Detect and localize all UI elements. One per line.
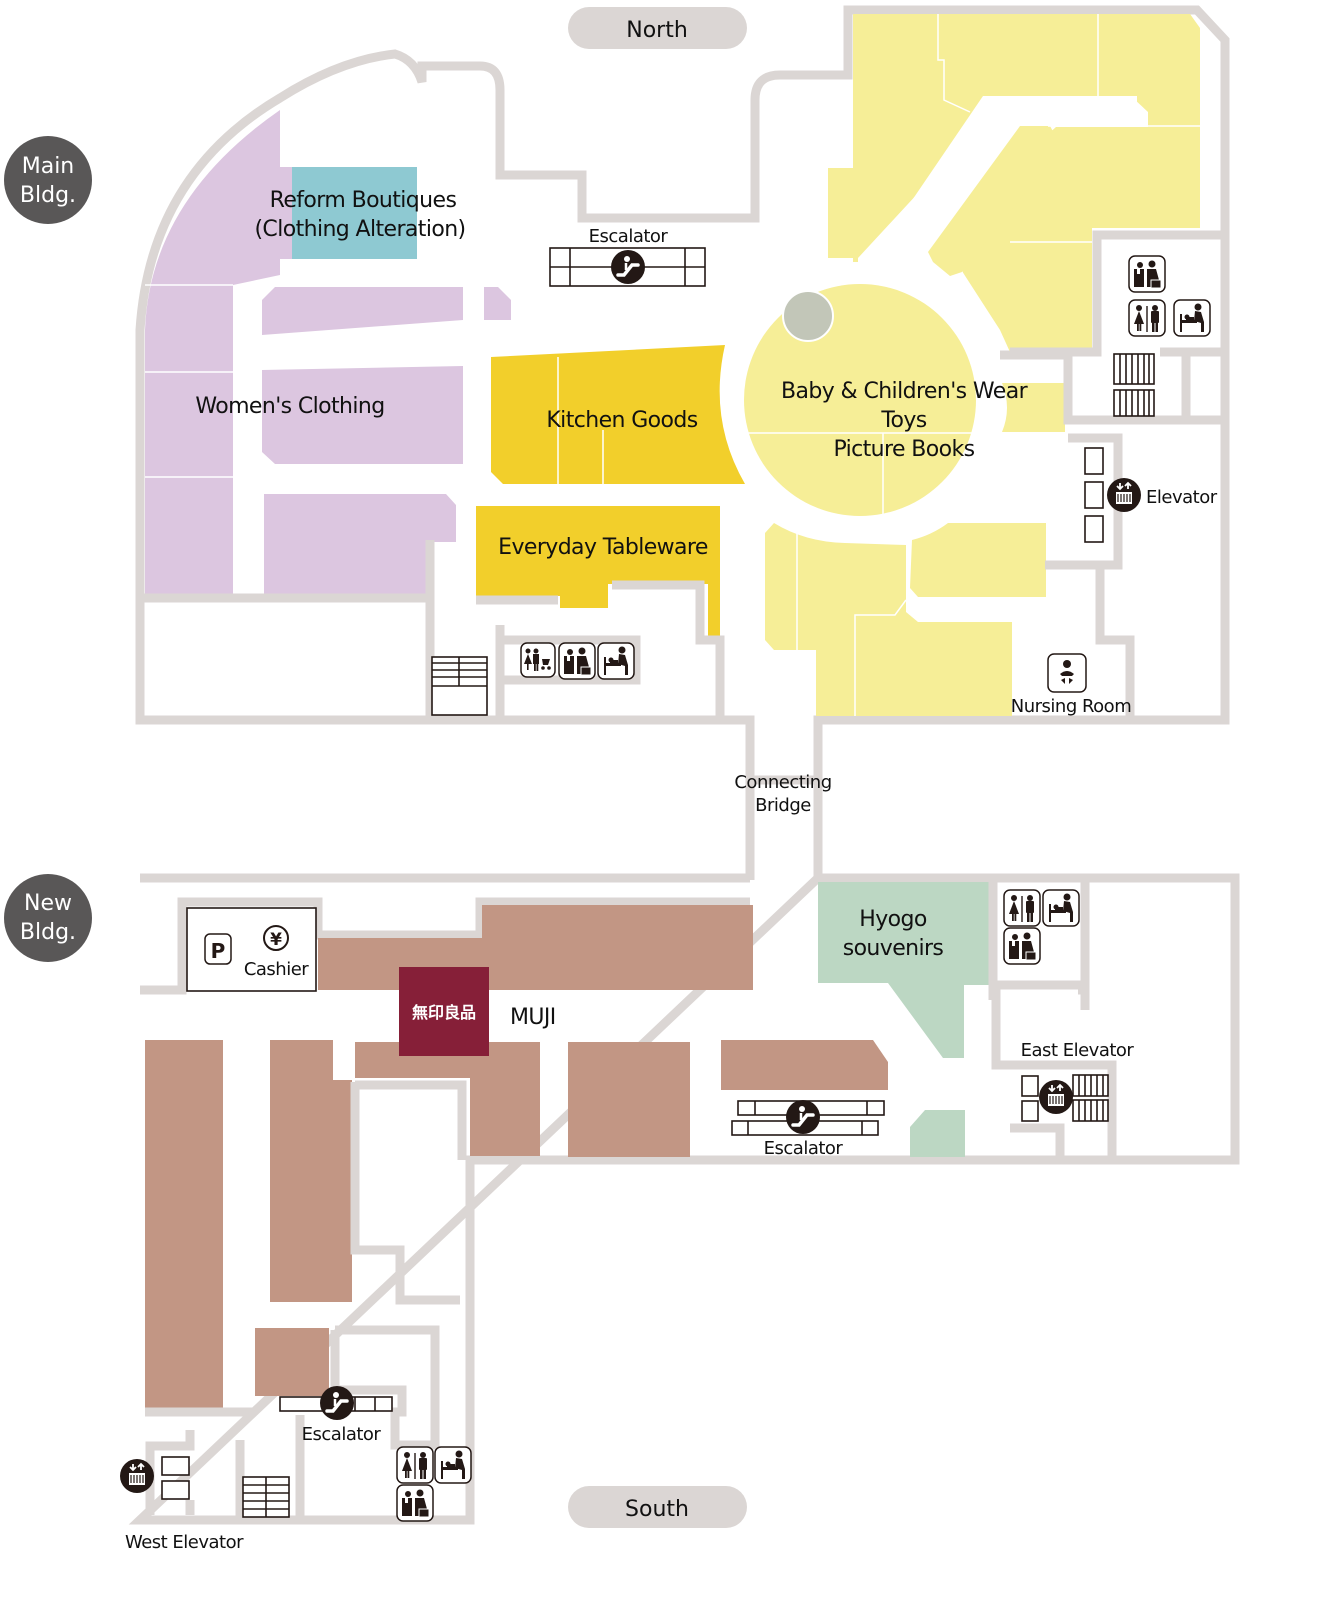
label-muji: MUJI — [510, 1005, 556, 1030]
area-reform-boutiques[interactable] — [292, 167, 417, 259]
stairs-icon — [1113, 353, 1155, 417]
stairs-icon — [431, 656, 488, 716]
baby-changing-icon — [1173, 299, 1211, 337]
label-everyday-tableware: Everyday Tableware — [498, 535, 708, 560]
area-womens-clothing-block-1[interactable] — [262, 287, 463, 335]
label-toys: Toys — [880, 408, 926, 433]
label-picture-books: Picture Books — [833, 437, 974, 462]
label-escalator-center: Escalator — [764, 1138, 844, 1159]
label-escalator-west: Escalator — [302, 1424, 382, 1445]
svg-text:South: South — [625, 1497, 689, 1522]
svg-text:¥: ¥ — [270, 930, 282, 950]
area-hyogo-souvenirs-kiosk[interactable] — [910, 1110, 965, 1157]
svg-text:Bldg.: Bldg. — [20, 183, 76, 208]
badge-new-building[interactable]: New Bldg. — [4, 874, 92, 962]
compass-north: North — [568, 7, 747, 49]
stairs-icon — [1072, 1074, 1109, 1122]
label-connecting: Connecting — [734, 772, 831, 793]
label-muji-logo: 無印良品 — [412, 1003, 476, 1022]
label-womens-clothing: Women's Clothing — [195, 394, 384, 419]
elevator-icon — [1106, 477, 1142, 513]
escalator-icon — [784, 1098, 822, 1136]
baby-changing-icon — [1042, 889, 1080, 927]
decorative-circle — [782, 290, 834, 342]
shop-block-southwest[interactable] — [255, 1328, 329, 1396]
elevator-icon — [1038, 1079, 1074, 1115]
label-souvenirs: souvenirs — [843, 936, 944, 961]
label-kitchen-goods: Kitchen Goods — [546, 408, 697, 433]
elevator-icon — [119, 1458, 155, 1494]
nursing-room-icon — [1047, 653, 1087, 693]
area-womens-clothing-block-3[interactable] — [262, 366, 463, 464]
shop-block-north[interactable] — [318, 905, 753, 990]
label-west-elevator: West Elevator — [125, 1532, 244, 1553]
area-hyogo-souvenirs[interactable] — [818, 882, 993, 1058]
svg-text:New: New — [24, 891, 72, 916]
restroom-icon — [1128, 299, 1166, 337]
area-womens-clothing-block-4[interactable] — [264, 494, 456, 595]
connecting-bridge[interactable] — [745, 720, 823, 880]
label-elevator: Elevator — [1146, 487, 1218, 508]
svg-text:Bldg.: Bldg. — [20, 920, 76, 945]
area-kitchen-goods[interactable] — [491, 345, 745, 484]
shop-block-west-1[interactable] — [145, 1040, 223, 1410]
label-cashier: Cashier — [244, 959, 309, 980]
yen-icon: ¥ — [263, 925, 289, 951]
east-elevator-cars — [1021, 1075, 1039, 1122]
muji-logo[interactable] — [399, 967, 489, 1056]
multipurpose-restroom-icon — [558, 642, 596, 680]
label-reform-boutiques: Reform Boutiques — [270, 188, 457, 213]
shop-block-east-1[interactable] — [568, 1042, 690, 1157]
area-womens-clothing-outer[interactable] — [145, 110, 280, 595]
escalator-icon — [609, 248, 647, 286]
label-hyogo: Hyogo — [859, 907, 927, 932]
multipurpose-restroom-icon — [396, 1484, 434, 1522]
area-children-south-1[interactable] — [765, 523, 1012, 716]
area-everyday-tableware[interactable] — [476, 506, 720, 636]
family-restroom-icon — [520, 642, 556, 678]
shop-block-west-2[interactable] — [270, 1040, 352, 1302]
label-east-elevator: East Elevator — [1021, 1040, 1135, 1061]
west-elevator-cars — [161, 1456, 190, 1500]
area-children-north[interactable] — [828, 14, 1200, 352]
new-building — [128, 873, 1240, 1525]
restroom-icon — [396, 1446, 434, 1484]
shop-block-center[interactable] — [355, 1042, 540, 1156]
multipurpose-restroom-icon — [1003, 927, 1041, 965]
stairs-icon — [242, 1476, 290, 1518]
svg-text:Main: Main — [22, 154, 75, 179]
label-bridge: Bridge — [755, 795, 811, 816]
svg-text:P: P — [211, 939, 226, 963]
area-children-south-2[interactable] — [910, 523, 1046, 597]
area-children-circle[interactable] — [744, 284, 976, 516]
badge-main-building[interactable]: Main Bldg. — [4, 136, 92, 224]
shop-block-east-2[interactable] — [721, 1040, 888, 1090]
area-womens-clothing-block-2[interactable] — [484, 287, 511, 320]
parking-icon: P — [204, 933, 232, 965]
restroom-icon — [1003, 889, 1041, 927]
label-baby-childrens-wear: Baby & Children's Wear — [781, 379, 1029, 404]
main-building — [135, 5, 1230, 785]
baby-changing-icon — [597, 642, 635, 680]
escalator-icon — [318, 1384, 356, 1422]
label-nursing-room: Nursing Room — [1011, 696, 1131, 717]
compass-south: South — [568, 1486, 747, 1528]
multipurpose-restroom-icon — [1128, 255, 1166, 293]
svg-text:North: North — [626, 18, 688, 43]
label-escalator-main: Escalator — [589, 226, 669, 247]
label-clothing-alteration: (Clothing Alteration) — [254, 217, 465, 242]
baby-changing-icon — [434, 1446, 472, 1484]
elevator-cars — [1084, 447, 1104, 543]
